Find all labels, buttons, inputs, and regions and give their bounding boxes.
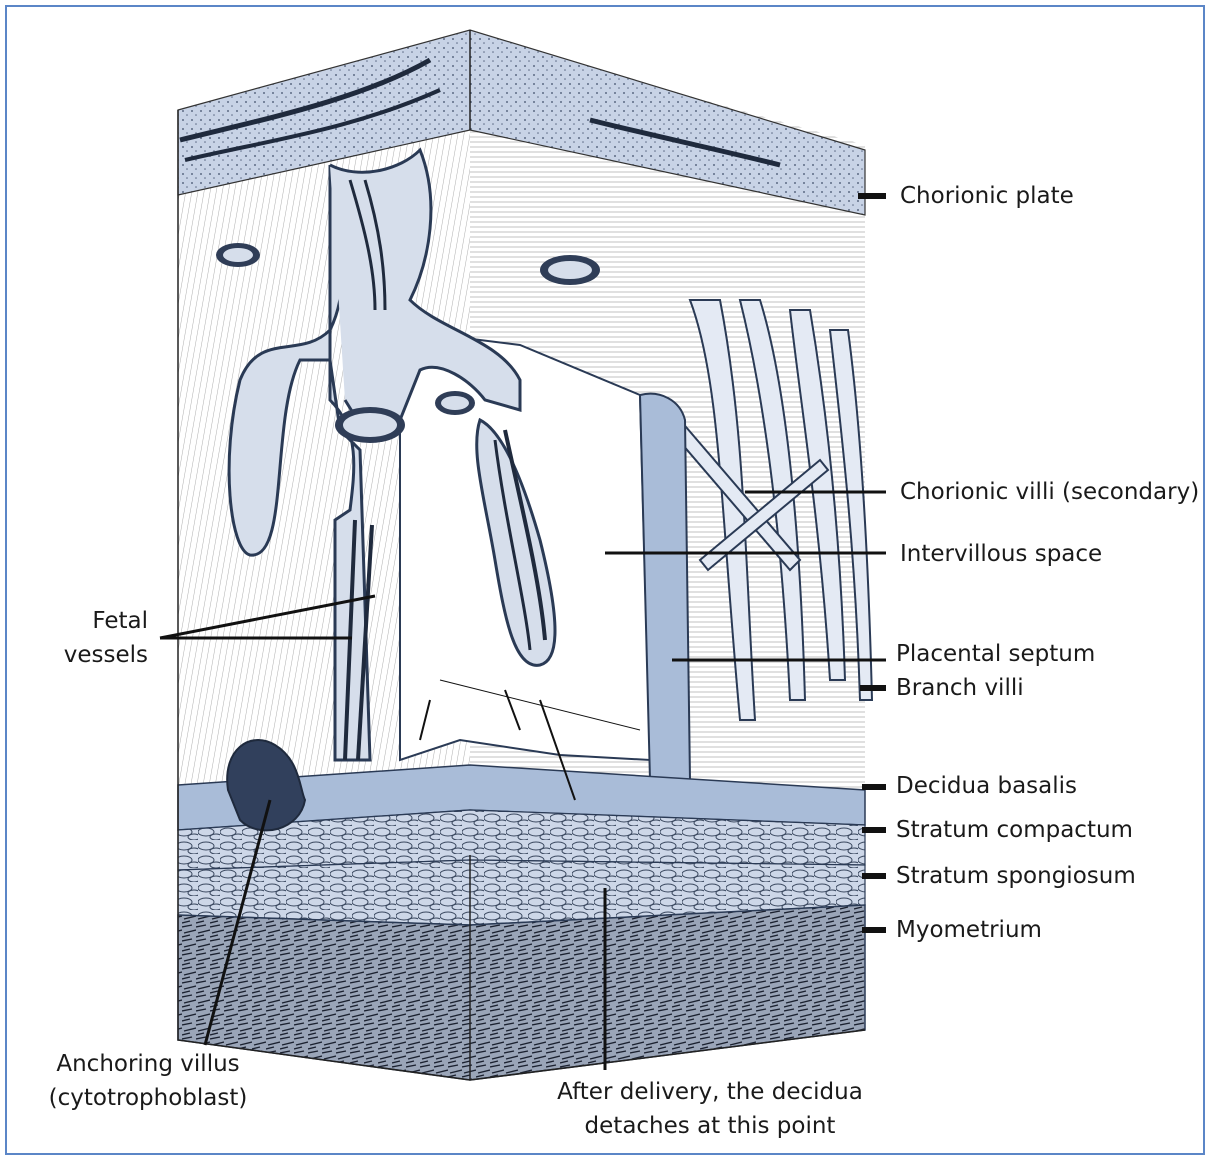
label-fetal-vessels-line2: vessels	[40, 641, 148, 669]
label-chorionic-plate: Chorionic plate	[900, 182, 1074, 210]
label-anchoring-villus-line2: (cytotrophoblast)	[28, 1084, 268, 1112]
label-decidua-basalis: Decidua basalis	[896, 772, 1077, 800]
label-after-delivery-line1: After delivery, the decidua	[530, 1078, 890, 1106]
label-branch-villi: Branch villi	[896, 674, 1024, 702]
label-chorionic-villi: Chorionic villi (secondary)	[900, 478, 1199, 506]
label-after-delivery-line2: detaches at this point	[530, 1112, 890, 1140]
label-fetal-vessels-line1: Fetal	[40, 607, 148, 635]
label-stratum-spongiosum: Stratum spongiosum	[896, 862, 1136, 890]
label-placental-septum: Placental septum	[896, 640, 1095, 668]
label-intervillous-space: Intervillous space	[900, 540, 1102, 568]
label-stratum-compactum: Stratum compactum	[896, 816, 1133, 844]
label-anchoring-villus-line1: Anchoring villus	[28, 1050, 268, 1078]
label-myometrium: Myometrium	[896, 916, 1042, 944]
tissue-block	[178, 30, 872, 1080]
placental-septum	[640, 394, 690, 780]
